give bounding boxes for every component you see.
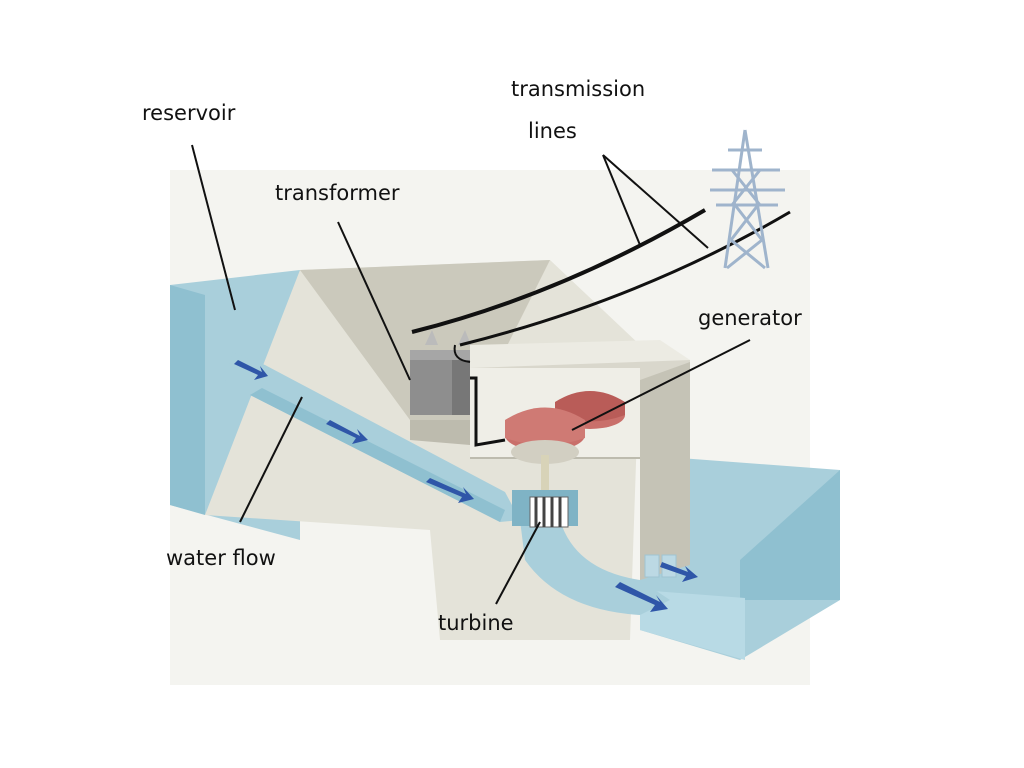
generator-label: generator [698, 306, 802, 330]
transmission-tower-icon [710, 129, 785, 270]
reservoir-label: reservoir [142, 101, 236, 125]
flow-arrows [234, 360, 698, 612]
generator-leader [571, 339, 751, 431]
water-flow-leader [239, 396, 303, 523]
penstock [225, 352, 520, 522]
transformer-leader [337, 221, 411, 381]
turbine-label: turbine [438, 611, 514, 635]
flow-arrow-icon [426, 478, 474, 503]
flow-arrow-icon [326, 420, 368, 444]
transformer-generator-wire [470, 376, 506, 447]
transmission-label-line1: transmission [511, 77, 645, 101]
turbine-leader [495, 521, 541, 605]
transmission-leader-b [602, 154, 709, 249]
flow-arrow-icon [660, 562, 698, 582]
reservoir-leader [191, 144, 236, 311]
flow-arrow-icon [615, 582, 668, 612]
turbine [512, 490, 578, 528]
transmission-lines [411, 208, 791, 347]
generator [505, 391, 625, 464]
turbine-shaft [541, 455, 549, 500]
transformer-wire [453, 344, 471, 363]
flow-arrow-icon [234, 360, 268, 380]
water-flow-label: water flow [166, 546, 276, 570]
transformer [410, 330, 471, 415]
transformer-label: transformer [275, 181, 400, 205]
transmission-label-line2: lines [528, 119, 577, 143]
leader-lines [191, 144, 751, 605]
transmission-leader-a [602, 154, 641, 246]
